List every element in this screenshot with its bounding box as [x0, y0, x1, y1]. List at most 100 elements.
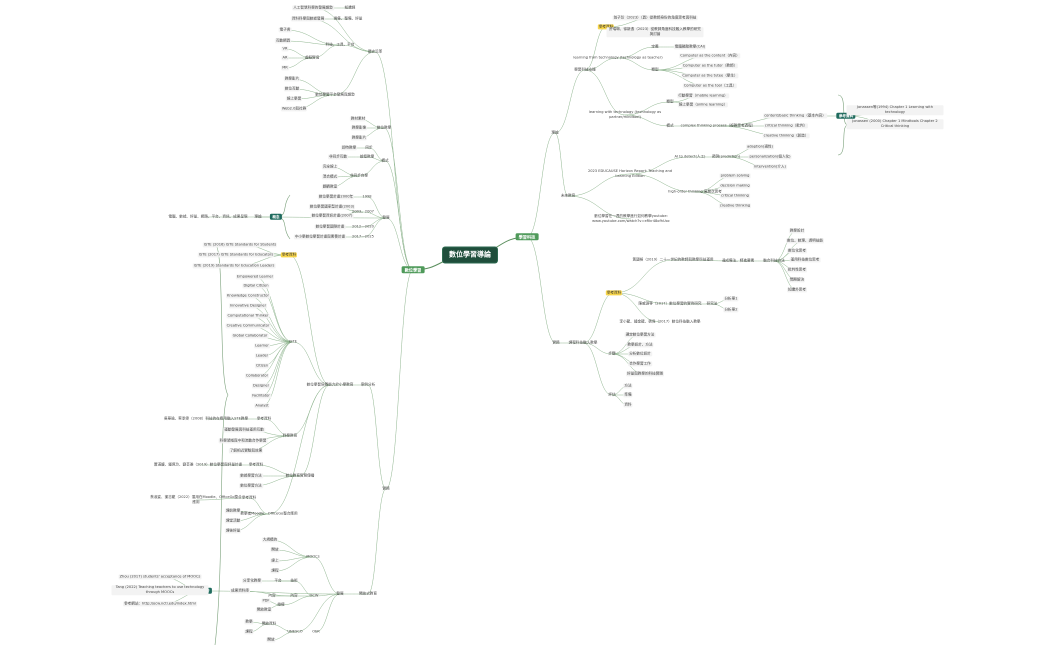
node-e-iste[interactable]: ISTE	[289, 339, 297, 344]
node-t-m2[interactable]: 線上學習（online learning）	[677, 102, 729, 108]
node-t-x2[interactable]: 分析單2	[723, 307, 739, 313]
node-e-content[interactable]: 數位教學	[376, 125, 392, 130]
node-e-practice[interactable]: 實務	[382, 486, 390, 491]
node-t-st1[interactable]: 選定數位學習方法	[624, 332, 656, 338]
node-e-sci2[interactable]: 科學領域與中和流動合作學習	[218, 438, 268, 444]
node-e-th1[interactable]: 數據學習方法	[239, 473, 263, 479]
node-e-i10[interactable]: Citizen	[254, 363, 270, 369]
node-e-mo2[interactable]: 課堂活動	[224, 518, 242, 524]
node-e-oc3a[interactable]: PDF	[261, 598, 271, 604]
node-tech[interactable]: 學習科技	[515, 233, 539, 241]
node-e-i2[interactable]: Digital Citizen	[242, 283, 270, 289]
node-e-trend[interactable]: 人工智慧科學的發展趨勢	[292, 5, 334, 11]
node-t-mode[interactable]: 模式	[666, 123, 674, 128]
node-t-j1[interactable]: Jonassen等(1994) Chapter 1 Learning with …	[846, 105, 944, 115]
node-t-eval[interactable]: 評估	[608, 392, 616, 397]
node-e-m2[interactable]: 互動網頁	[274, 38, 292, 44]
node-edu[interactable]: 數位學習	[401, 266, 425, 274]
node-e-think-r[interactable]: 參考資料	[248, 462, 264, 467]
node-t-ref-b[interactable]: 許瑞琳、徐新逸（2023）從教師角度科技融入教學的研究與討論	[606, 27, 704, 37]
node-e-think[interactable]: 數位教育實務傳播	[285, 473, 315, 478]
node-t-p1c[interactable]: 融合科技方法	[763, 258, 785, 263]
node-e-mc3[interactable]: 線上	[270, 558, 280, 564]
node-e-vr[interactable]: VR	[281, 46, 289, 52]
node-e-d4[interactable]: 數位學習國際計畫	[314, 224, 346, 230]
node-t-p1[interactable]: 黃國禎（2019）二十一世紀的教師與教學科技運用	[632, 257, 714, 262]
node-e-mc1[interactable]: 大規模的	[261, 537, 279, 543]
node-t-refs[interactable]: 參考資料	[597, 24, 615, 30]
node-t-theory[interactable]: 理論	[551, 130, 559, 135]
node-t-s1[interactable]: 教學設計	[788, 228, 806, 234]
node-t-high[interactable]: high-order thinking 高層次思考	[668, 189, 722, 194]
node-t-k4[interactable]: Computer as the tool（工具）	[682, 83, 738, 89]
node-e-op-rel[interactable]: 發展	[336, 591, 344, 596]
node-e-oe-[interactable]: OER	[312, 629, 320, 634]
node-e-oc2[interactable]: 內容	[290, 593, 298, 598]
node-e-media[interactable]: 科技、工具、平台	[325, 42, 355, 47]
node-t-with[interactable]: learning with technology (technology as …	[588, 110, 662, 119]
node-e-oc3b[interactable]: 開放教室	[255, 607, 273, 613]
node-e-rf2[interactable]: Tang (2022) Teaching teachers to use tec…	[111, 585, 209, 595]
node-t-st2[interactable]: 教學設計、方法	[626, 342, 654, 348]
node-e-bigdata[interactable]: 資料科學與數據發展	[290, 16, 326, 22]
node-e-rf1[interactable]: Zhou (2017) students' acceptance of MOOC…	[118, 574, 202, 580]
node-e-mc4[interactable]: 課程	[270, 568, 280, 574]
node-t-x1[interactable]: 分析單1	[723, 296, 739, 302]
node-t-s5[interactable]: 批判性思考	[787, 267, 807, 273]
node-e-sci1[interactable]: 運動發展與科技運用互動	[223, 427, 265, 433]
node-t-s7[interactable]: 知識外思考	[787, 287, 807, 293]
node-e-mo1[interactable]: 課前教學	[224, 508, 242, 514]
node-t-refs2[interactable]: 參考資料	[836, 112, 856, 120]
node-e-mo3[interactable]: 課後評量	[224, 528, 242, 534]
node-t-e1[interactable]: 方法	[623, 383, 633, 389]
node-t-video[interactable]: 數位學習在一週的教學進行如何教學youtube: www.youtube.com…	[592, 214, 670, 223]
node-t-adapt[interactable]: adaption(適性)	[746, 144, 774, 150]
node-t-from[interactable]: learning from technology (technology as …	[573, 55, 663, 60]
node-e-history[interactable]: 歷史沿革	[367, 49, 383, 54]
node-e-pl2[interactable]: 數位互動	[283, 86, 301, 92]
node-e-i6[interactable]: Creative Communicator	[225, 323, 271, 329]
node-t-k2[interactable]: Computer as the tutor（教師）	[681, 63, 739, 69]
node-e-i8[interactable]: Learner	[254, 343, 270, 349]
node-e-iste1[interactable]: ISTE (2016) ISTE Standards for Students	[202, 242, 278, 248]
node-t-c3[interactable]: creative thinking（創造）	[762, 133, 810, 139]
node-e-md1[interactable]: 即時教學	[340, 145, 358, 151]
node-e-concept[interactable]: 理論	[254, 214, 262, 219]
node-e-mo-r[interactable]: 參考資料	[241, 495, 257, 500]
node-e-oc-a[interactable]: 分享化教學	[242, 578, 262, 584]
node-e-sci-r[interactable]: 參考資料	[256, 416, 272, 421]
node-t-refs3[interactable]: 參考資料	[605, 290, 623, 296]
node-e-d4y[interactable]: 2012—2020	[352, 224, 374, 229]
node-e-md2[interactable]: 非同步互動	[328, 154, 348, 160]
node-e-i5[interactable]: Computational Thinker	[226, 313, 270, 319]
node-e-i1[interactable]: Empowered Learner	[235, 274, 275, 280]
node-t-c1[interactable]: content/basic thinking（基本內容）	[763, 113, 827, 119]
node-e-oe2[interactable]: 開放	[266, 637, 276, 643]
node-e-md2v[interactable]: 論壇教學	[359, 154, 375, 159]
node-t-h4[interactable]: creative thinking	[718, 203, 752, 209]
node-e-oc2a[interactable]: 內容	[268, 593, 276, 598]
node-t-h3[interactable]: critical thinking	[720, 193, 750, 199]
node-e-md3b[interactable]: 混合模式	[321, 174, 339, 180]
node-e-trend-v[interactable]: 知識經	[344, 5, 356, 10]
node-t-p2b[interactable]: 研究法	[706, 301, 718, 306]
node-e-sci3[interactable]: 了解相近實驗與效果	[228, 448, 264, 454]
node-e-i7[interactable]: Global Collaborator	[231, 333, 269, 339]
node-e-mo-a[interactable]: 蔡淑姿、謝志龍（2022）運用在Moodle、OfficeGo整合應用	[150, 495, 242, 504]
node-t-m1[interactable]: 行動學習（mobile learning）	[677, 93, 729, 99]
node-t-st3[interactable]: 分析數位設計	[628, 351, 652, 357]
node-e-md3[interactable]: 非同步自學	[350, 173, 368, 178]
node-t-s4[interactable]: 運用科技數位思考	[789, 257, 821, 263]
node-e-plat[interactable]: 數位學習平台發展與趨勢	[315, 92, 355, 97]
node-e-i9[interactable]: Leader	[254, 353, 270, 359]
node-e-ct3[interactable]: 教學影片	[350, 135, 368, 141]
node-e-cases[interactable]: 案例分析	[360, 382, 376, 387]
node-e-ar2[interactable]: AR	[281, 55, 289, 61]
node-e-i4[interactable]: Innovative Designer	[228, 303, 268, 309]
node-e-pl1[interactable]: 教學影片	[283, 76, 301, 82]
node-t-interv[interactable]: intervention(介入)	[753, 164, 787, 170]
node-t-ai-p[interactable]: 預測(prediction)	[711, 154, 741, 159]
node-e-d2[interactable]: 數位學習國家型計畫(2003)	[308, 204, 356, 210]
node-e-ocw[interactable]: OCW	[309, 593, 319, 598]
node-t-s2[interactable]: 數位、數理、透明技能	[786, 238, 824, 244]
